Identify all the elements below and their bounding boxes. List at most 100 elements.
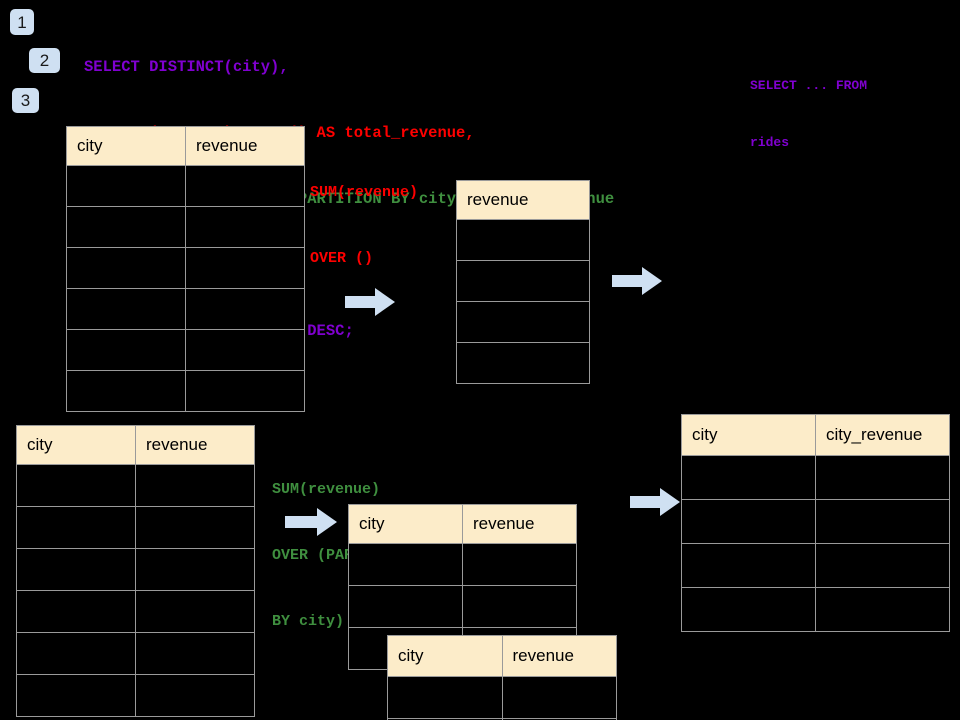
table-row bbox=[16, 548, 255, 591]
table-cell bbox=[185, 206, 305, 248]
source-query-caption: SELECT ... FROM rides bbox=[750, 38, 867, 190]
city-revenue-annotation: SUM(revenue) OVER (PARTITION BY city) bbox=[272, 435, 407, 677]
table-cell bbox=[815, 587, 950, 632]
table-row bbox=[456, 301, 590, 343]
table-row bbox=[66, 370, 305, 412]
partition-group-table-front: city revenue bbox=[387, 635, 617, 720]
table-row bbox=[66, 247, 305, 289]
column-header-city: city bbox=[348, 504, 463, 544]
table-cell bbox=[185, 247, 305, 289]
table-cell bbox=[501, 718, 617, 720]
table-cell bbox=[16, 632, 136, 675]
column-header-revenue: revenue bbox=[456, 180, 590, 220]
table-row bbox=[16, 590, 255, 633]
table-cell bbox=[66, 370, 186, 412]
rides-source-table-bottom: city revenue bbox=[16, 425, 255, 717]
column-header-city-revenue: city_revenue bbox=[815, 414, 950, 456]
table-cell bbox=[681, 543, 816, 588]
table-cell bbox=[348, 585, 463, 628]
table-cell bbox=[135, 632, 255, 675]
table-row bbox=[456, 342, 590, 384]
table-row bbox=[66, 288, 305, 330]
total-revenue-annotation: SUM(revenue) OVER () bbox=[310, 138, 418, 314]
table-cell bbox=[387, 676, 503, 719]
table-cell bbox=[135, 506, 255, 549]
city-revenue-result-table: city city_revenue bbox=[681, 414, 950, 632]
source-query-caption-line-1: SELECT ... FROM bbox=[750, 78, 868, 93]
table-row bbox=[456, 219, 590, 261]
total-revenue-annotation-line-2: OVER () bbox=[310, 250, 374, 267]
table-cell bbox=[462, 585, 577, 628]
table-row bbox=[681, 543, 950, 588]
table-cell bbox=[135, 674, 255, 717]
step-badge-2-label: 2 bbox=[39, 51, 50, 70]
table-row bbox=[681, 587, 950, 632]
total-revenue-table: revenue bbox=[456, 180, 590, 384]
table-row bbox=[16, 506, 255, 549]
table-cell bbox=[681, 455, 816, 500]
table-cell bbox=[456, 342, 590, 384]
source-query-caption-line-2: rides bbox=[750, 135, 790, 150]
table-cell bbox=[815, 455, 950, 500]
table-cell bbox=[681, 587, 816, 632]
table-cell bbox=[66, 247, 186, 289]
table-cell bbox=[66, 288, 186, 330]
table-row bbox=[681, 455, 950, 500]
table-cell bbox=[185, 288, 305, 330]
arrow-source-to-total bbox=[345, 288, 395, 316]
step-badge-1: 1 bbox=[10, 9, 34, 35]
column-header-revenue: revenue bbox=[185, 126, 305, 166]
table-cell bbox=[185, 370, 305, 412]
table-cell bbox=[16, 548, 136, 591]
table-row bbox=[16, 674, 255, 717]
table-header-row: city revenue bbox=[16, 425, 255, 465]
table-cell bbox=[135, 464, 255, 507]
table-cell bbox=[348, 543, 463, 586]
table-row bbox=[16, 632, 255, 675]
table-header-row: city city_revenue bbox=[681, 414, 950, 456]
step-badge-1-label: 1 bbox=[17, 12, 27, 32]
arrow-total-to-result bbox=[612, 267, 662, 295]
table-cell bbox=[456, 219, 590, 261]
table-cell bbox=[16, 464, 136, 507]
table-cell bbox=[456, 260, 590, 302]
table-cell bbox=[456, 301, 590, 343]
step-badge-3: 3 bbox=[12, 88, 39, 113]
table-row bbox=[66, 165, 305, 207]
table-row bbox=[348, 543, 577, 586]
city-revenue-annotation-line-3: BY city) bbox=[272, 613, 345, 630]
table-row bbox=[16, 464, 255, 507]
table-row bbox=[681, 499, 950, 544]
table-header-row: revenue bbox=[456, 180, 590, 220]
city-revenue-annotation-line-1: SUM(revenue) bbox=[272, 481, 381, 498]
table-row bbox=[456, 260, 590, 302]
arrow-source-to-partition bbox=[285, 508, 337, 536]
table-cell bbox=[66, 329, 186, 371]
table-header-row: city revenue bbox=[348, 504, 577, 544]
table-cell bbox=[66, 165, 186, 207]
table-cell bbox=[135, 548, 255, 591]
column-header-revenue: revenue bbox=[462, 504, 577, 544]
table-row bbox=[66, 206, 305, 248]
rides-source-table-top: city revenue bbox=[66, 126, 305, 412]
column-header-city: city bbox=[387, 635, 503, 677]
total-revenue-annotation-line-1: SUM(revenue) bbox=[310, 184, 419, 201]
column-header-revenue: revenue bbox=[501, 635, 617, 677]
column-header-city: city bbox=[16, 425, 136, 465]
table-cell bbox=[462, 543, 577, 586]
table-cell bbox=[815, 543, 950, 588]
table-cell bbox=[16, 674, 136, 717]
sql-line-select: SELECT DISTINCT(city), bbox=[84, 58, 289, 76]
table-header-row: city revenue bbox=[387, 635, 617, 677]
arrow-partition-to-result bbox=[630, 488, 680, 516]
step-badge-3-label: 3 bbox=[20, 91, 31, 110]
table-cell bbox=[16, 590, 136, 633]
table-cell bbox=[16, 506, 136, 549]
table-row bbox=[66, 329, 305, 371]
table-row bbox=[387, 676, 617, 719]
column-header-city: city bbox=[66, 126, 186, 166]
table-cell bbox=[501, 676, 617, 719]
column-header-city: city bbox=[681, 414, 816, 456]
table-row bbox=[348, 585, 577, 628]
table-cell bbox=[185, 329, 305, 371]
